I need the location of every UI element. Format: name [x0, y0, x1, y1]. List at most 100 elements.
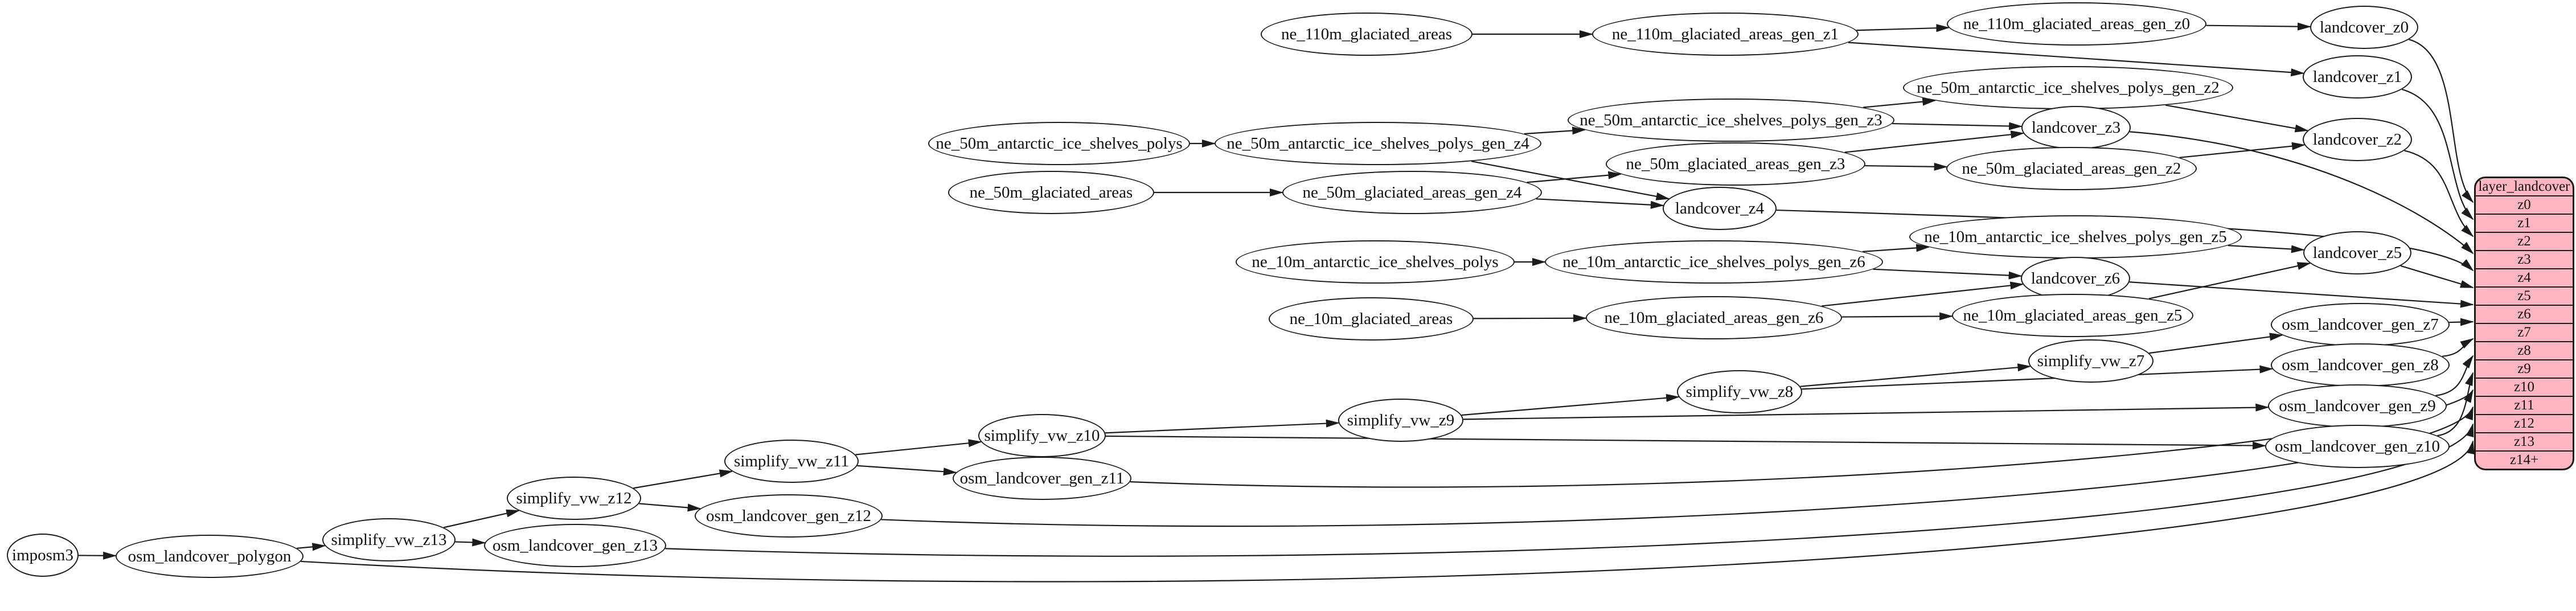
edge-simplify_vw_z13-to-simplify_vw_z12 [443, 509, 520, 528]
table-row-z11: z11 [2476, 396, 2573, 414]
edge-landcover_z4-to-z4 [1776, 209, 2474, 272]
edge-ne_10m_glaciated_areas_gen_z6-to-ne_10m_glaciated_areas_gen_z5 [1841, 312, 1954, 321]
node-ne-50m-glaciated-areas-gen-z4: ne_50m_glaciated_areas_gen_z4 [1282, 171, 1542, 214]
edge-landcover_z5-to-z5 [2400, 265, 2474, 289]
table-row-z0: z0 [2476, 195, 2573, 214]
node-osm-landcover-gen-z7: osm_landcover_gen_z7 [2271, 303, 2450, 346]
node-osm-landcover-gen-z13: osm_landcover_gen_z13 [484, 524, 666, 567]
node-osm-landcover-gen-z11: osm_landcover_gen_z11 [953, 457, 1131, 500]
edge-ne_50m_glaciated_areas_gen_z3-to-ne_50m_glaciated_areas_gen_z2 [1865, 162, 1948, 171]
edge-osm_landcover_polygon-to-z14+ [301, 440, 2475, 583]
table-row-z12: z12 [2476, 414, 2573, 432]
edge-osm_landcover_gen_z13-to-z13 [665, 423, 2474, 557]
edge-simplify_vw_z8-to-simplify_vw_z7 [1800, 363, 2032, 387]
table-row-z3: z3 [2476, 250, 2573, 268]
edge-osm_landcover_gen_z8-to-z8 [2442, 338, 2474, 357]
layer-landcover-table: layer_landcover z0 z1 z2 z3 z4 z5 z6 z7 … [2474, 177, 2574, 470]
table-row-z5: z5 [2476, 286, 2573, 305]
node-ne-50m-antarctic-ice-shelves-polys-gen-z2: ne_50m_antarctic_ice_shelves_polys_gen_z… [1903, 66, 2233, 109]
table-row-z7: z7 [2476, 323, 2573, 341]
table-row-z14plus: z14+ [2476, 450, 2573, 469]
edge-simplify_vw_z11-to-simplify_vw_z10 [855, 439, 982, 456]
node-osm-landcover-gen-z8: osm_landcover_gen_z8 [2271, 343, 2450, 387]
node-ne-10m-antarctic-ice-shelves-polys: ne_10m_antarctic_ice_shelves_polys [1236, 240, 1515, 284]
node-imposm3: imposm3 [7, 534, 79, 577]
edge-simplify_vw_z10-to-osm_landcover_gen_z10 [1105, 435, 2267, 450]
edge-simplify_vw_z7-to-osm_landcover_gen_z7 [2149, 333, 2283, 354]
edge-ne_50m_antarctic_ice_shelves_polys_gen_z2-to-landcover_z2 [2165, 104, 2309, 133]
edge-ne_50m_antarctic_ice_shelves_polys_gen_z3-to-landcover_z3 [1892, 122, 2023, 130]
node-ne-10m-glaciated-areas-gen-z5: ne_10m_glaciated_areas_gen_z5 [1952, 294, 2193, 337]
edge-ne_110m_glaciated_areas_gen_z1-to-landcover_z1 [1848, 42, 2305, 77]
edge-ne_50m_antarctic_ice_shelves_polys_gen_z4-to-ne_50m_antarctic_ice_shelves_polys_gen_z3 [1524, 126, 1586, 135]
node-osm-landcover-gen-z9: osm_landcover_gen_z9 [2268, 384, 2447, 428]
node-ne-110m-glaciated-areas-gen-z1: ne_110m_glaciated_areas_gen_z1 [1592, 13, 1859, 56]
table-row-z2: z2 [2476, 232, 2573, 250]
edge-ne_50m_glaciated_areas_gen_z2-to-landcover_z2 [2179, 142, 2306, 158]
edge-ne_10m_glaciated_areas_gen_z6-to-landcover_z6 [1822, 281, 2024, 307]
node-landcover-z1: landcover_z1 [2303, 55, 2412, 99]
edge-landcover_z0-to-z0 [2409, 39, 2474, 203]
edge-ne_110m_glaciated_areas_gen_z0-to-landcover_z0 [2206, 22, 2312, 31]
node-ne-10m-glaciated-areas: ne_10m_glaciated_areas [1269, 297, 1474, 341]
table-row-z8: z8 [2476, 341, 2573, 359]
edge-ne_10m_glaciated_areas-to-ne_10m_glaciated_areas_gen_z6 [1473, 314, 1588, 322]
edge-landcover_z6-to-z6 [2129, 281, 2474, 308]
edge-osm_landcover_polygon-to-simplify_vw_z13 [297, 543, 326, 551]
edge-landcover_z1-to-z1 [2401, 88, 2474, 220]
table-title: layer_landcover [2478, 179, 2570, 194]
node-simplify-vw-z8: simplify_vw_z8 [1677, 370, 1802, 413]
node-ne-50m-glaciated-areas-gen-z2: ne_50m_glaciated_areas_gen_z2 [1946, 147, 2197, 190]
edge-ne_50m_antarctic_ice_shelves_polys_gen_z4-to-landcover_z4 [1471, 161, 1670, 200]
edge-simplify_vw_z12-to-simplify_vw_z11 [633, 469, 733, 489]
node-landcover-z2: landcover_z2 [2303, 118, 2412, 161]
edge-ne_110m_glaciated_areas_gen_z1-to-ne_110m_glaciated_areas_gen_z0 [1856, 24, 1950, 32]
node-landcover-z6: landcover_z6 [2021, 257, 2130, 300]
edge-ne_10m_antarctic_ice_shelves_polys_gen_z5-to-landcover_z5 [2228, 245, 2305, 253]
edge-osm_landcover_gen_z12-to-z12 [881, 406, 2474, 527]
node-osm-landcover-gen-z12: osm_landcover_gen_z12 [695, 494, 883, 538]
edge-osm_landcover_gen_z9-to-z9 [2435, 355, 2474, 396]
edge-simplify_vw_z9-to-simplify_vw_z8 [1461, 393, 1680, 416]
node-landcover-z5: landcover_z5 [2303, 231, 2411, 274]
edge-simplify_vw_z13-to-osm_landcover_gen_z13 [455, 538, 486, 547]
edge-ne_10m_antarctic_ice_shelves_polys_gen_z6-to-ne_10m_antarctic_ice_shelves_polys_gen_z5 [1863, 244, 1930, 253]
edge-ne_50m_glaciated_areas_gen_z3-to-landcover_z3 [1844, 130, 2025, 153]
edge-ne_50m_glaciated_areas_gen_z4-to-landcover_z4 [1536, 198, 1664, 209]
node-landcover-z4: landcover_z4 [1663, 187, 1777, 230]
node-landcover-z0: landcover_z0 [2310, 6, 2418, 49]
node-ne-50m-antarctic-ice-shelves-polys-gen-z4: ne_50m_antarctic_ice_shelves_polys_gen_z… [1215, 122, 1541, 165]
table-row-z4: z4 [2476, 268, 2573, 286]
node-ne-110m-glaciated-areas-gen-z0: ne_110m_glaciated_areas_gen_z0 [1947, 2, 2206, 46]
node-ne-10m-antarctic-ice-shelves-polys-gen-z5: ne_10m_antarctic_ice_shelves_polys_gen_z… [1909, 215, 2242, 259]
edge-osm_landcover_gen_z10-to-z10 [2437, 372, 2474, 437]
node-simplify-vw-z7: simplify_vw_z7 [2028, 339, 2153, 383]
node-ne-50m-antarctic-ice-shelves-polys-gen-z3: ne_50m_antarctic_ice_shelves_polys_gen_z… [1568, 99, 1894, 142]
table-row-z1: z1 [2476, 214, 2573, 232]
node-ne-50m-antarctic-ice-shelves-polys: ne_50m_antarctic_ice_shelves_polys [928, 122, 1190, 165]
edge-landcover_z3-to-z3 [2130, 131, 2474, 255]
node-simplify-vw-z13: simplify_vw_z13 [322, 518, 456, 561]
table-row-z9: z9 [2476, 359, 2573, 378]
node-ne-110m-glaciated-areas: ne_110m_glaciated_areas [1261, 13, 1472, 56]
edge-simplify_vw_z10-to-simplify_vw_z9 [1105, 419, 1340, 434]
node-ne-50m-glaciated-areas: ne_50m_glaciated_areas [948, 171, 1154, 214]
edge-landcover_z2-to-z2 [2404, 150, 2474, 237]
node-simplify-vw-z11: simplify_vw_z11 [724, 440, 859, 483]
node-simplify-vw-z9: simplify_vw_z9 [1338, 399, 1463, 442]
edge-simplify_vw_z8-to-osm_landcover_gen_z8 [1802, 365, 2274, 390]
table-row-z6: z6 [2476, 305, 2573, 323]
node-landcover-z3: landcover_z3 [2021, 106, 2131, 149]
node-ne-10m-antarctic-ice-shelves-polys-gen-z6: ne_10m_antarctic_ice_shelves_polys_gen_z… [1545, 240, 1883, 284]
node-simplify-vw-z10: simplify_vw_z10 [978, 414, 1106, 457]
node-ne-10m-glaciated-areas-gen-z6: ne_10m_glaciated_areas_gen_z6 [1586, 296, 1842, 339]
edge-ne_10m_antarctic_ice_shelves_polys_gen_z6-to-landcover_z6 [1873, 268, 2023, 280]
edge-ne_50m_glaciated_areas_gen_z4-to-ne_50m_glaciated_areas_gen_z3 [1527, 171, 1622, 183]
edge-simplify_vw_z9-to-osm_landcover_gen_z9 [1463, 403, 2270, 420]
edge-simplify_vw_z12-to-osm_landcover_gen_z12 [639, 503, 702, 512]
node-osm-landcover-polygon: osm_landcover_polygon [116, 535, 303, 578]
edge-simplify_vw_z11-to-osm_landcover_gen_z11 [857, 465, 957, 476]
node-osm-landcover-gen-z10: osm_landcover_gen_z10 [2265, 425, 2450, 468]
